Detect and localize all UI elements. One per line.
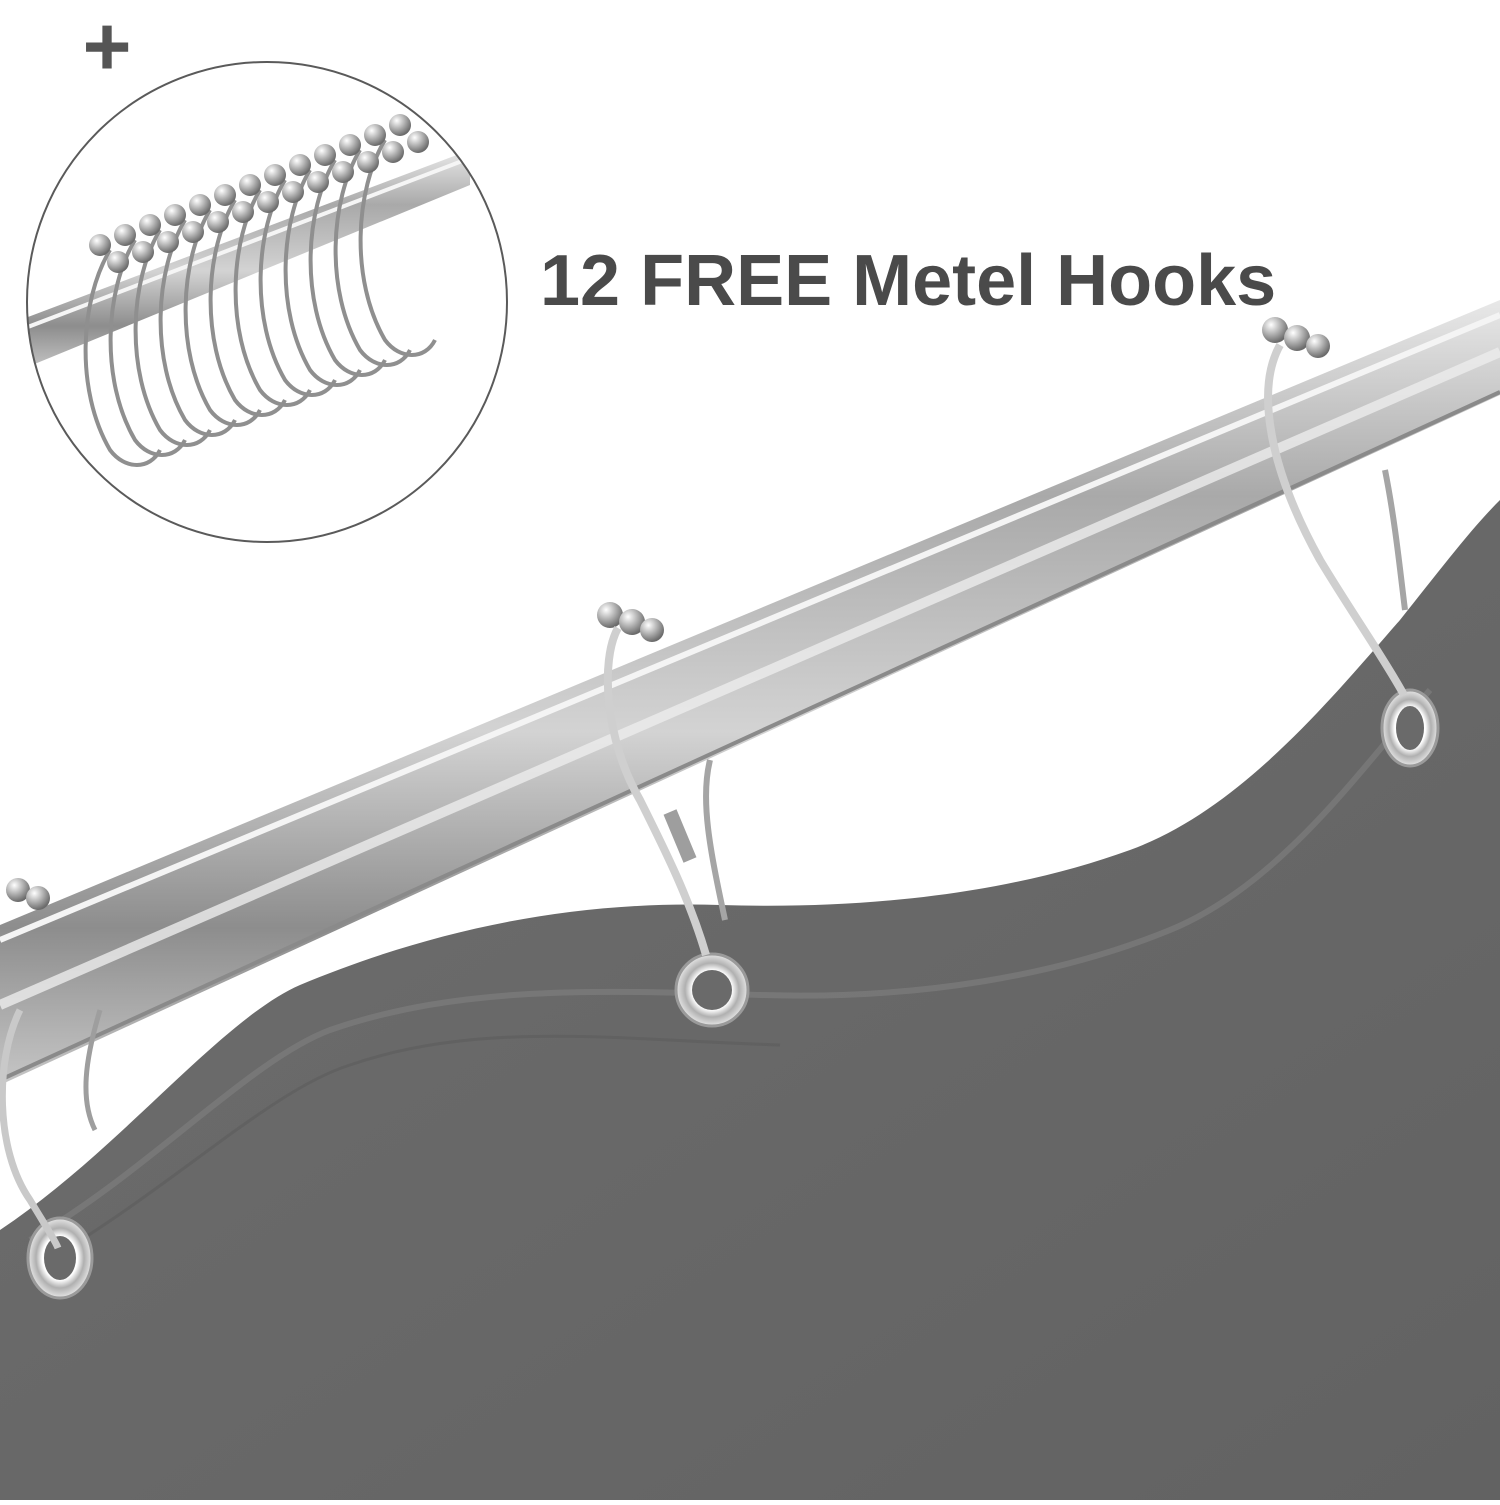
shower-rod xyxy=(0,300,1500,1085)
curtain-hem-shadow xyxy=(39,1034,781,1267)
shower-curtain xyxy=(0,500,1500,1500)
inset-rod xyxy=(27,150,470,370)
grommet-hole xyxy=(692,970,732,1010)
rod-hooks xyxy=(0,317,1408,1250)
inset-hook-wires xyxy=(83,138,437,467)
headline-text: 12 FREE Metel Hooks xyxy=(540,241,1277,321)
plus-icon: + xyxy=(82,0,132,93)
rod-body xyxy=(0,300,1500,1085)
inset-border xyxy=(26,61,508,543)
grommet-hole xyxy=(44,1236,76,1280)
grommet-hole xyxy=(1396,706,1424,750)
hook xyxy=(1262,317,1408,697)
curtain-grommets xyxy=(26,688,1440,1300)
curtain-panel xyxy=(0,500,1500,1500)
inset-roller-balls xyxy=(89,114,429,273)
rod-shadow xyxy=(0,390,1500,1082)
inset-hook-bundle xyxy=(26,61,508,543)
curtain-hem-seam xyxy=(28,688,1433,1243)
rod-highlight xyxy=(0,312,1500,943)
hook xyxy=(597,602,728,957)
hook xyxy=(0,878,103,1250)
rod-highlight xyxy=(0,347,1500,1010)
